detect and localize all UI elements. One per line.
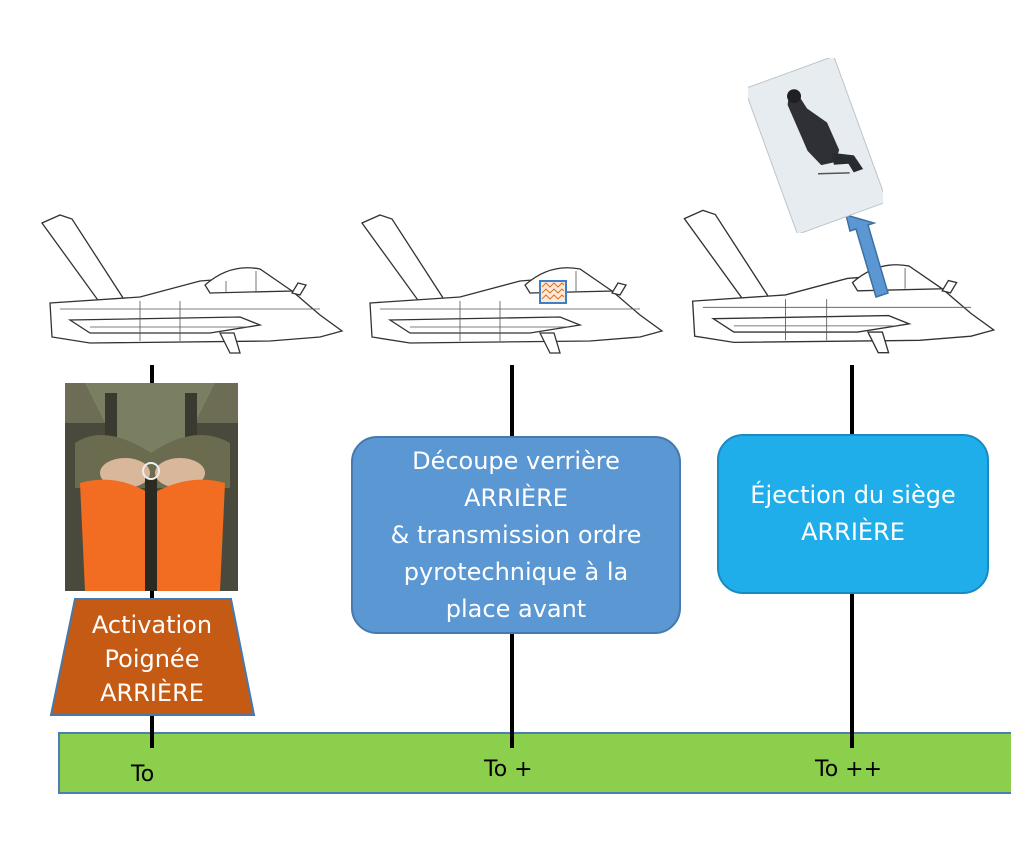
- aircraft-icon: [41, 214, 344, 354]
- ejection-handle-photo: [65, 383, 238, 591]
- step-activation-line-2: Poignée: [104, 644, 200, 673]
- time-label-to-plus: To +: [484, 757, 533, 782]
- step-canopy-cut-line-2: ARRIÈRE: [464, 483, 568, 512]
- step-canopy-cut-line-1: Découpe verrière: [412, 446, 620, 475]
- step-canopy-cut-line-4: pyrotechnique à la: [403, 557, 629, 586]
- aircraft-icon: [683, 209, 996, 354]
- step-canopy-cut-line-3: & transmission ordre: [390, 520, 642, 549]
- step-activation-line-1: Activation: [91, 610, 213, 639]
- step-ejection-line-2: ARRIÈRE: [801, 518, 905, 546]
- step-activation-label: Activation Poignée ARRIÈRE: [50, 600, 254, 717]
- ejection-seat-photo: [748, 58, 883, 233]
- step-ejection-line-1: Éjection du siège: [750, 481, 956, 509]
- step-activation-line-3: ARRIÈRE: [100, 678, 204, 707]
- time-label-to: To: [131, 762, 155, 787]
- step-activation-shape: [49, 598, 256, 716]
- aircraft-icon: [361, 214, 664, 354]
- time-label-to-plus-plus: To ++: [815, 757, 883, 782]
- step-ejection-box: Éjection du siège ARRIÈRE: [717, 434, 989, 594]
- canopy-cut-icon: [539, 280, 567, 304]
- step-canopy-cut-line-5: place avant: [445, 594, 587, 623]
- step-canopy-cut-box: Découpe verrière ARRIÈRE & transmission …: [351, 436, 681, 634]
- arrow-up-icon: [844, 213, 889, 298]
